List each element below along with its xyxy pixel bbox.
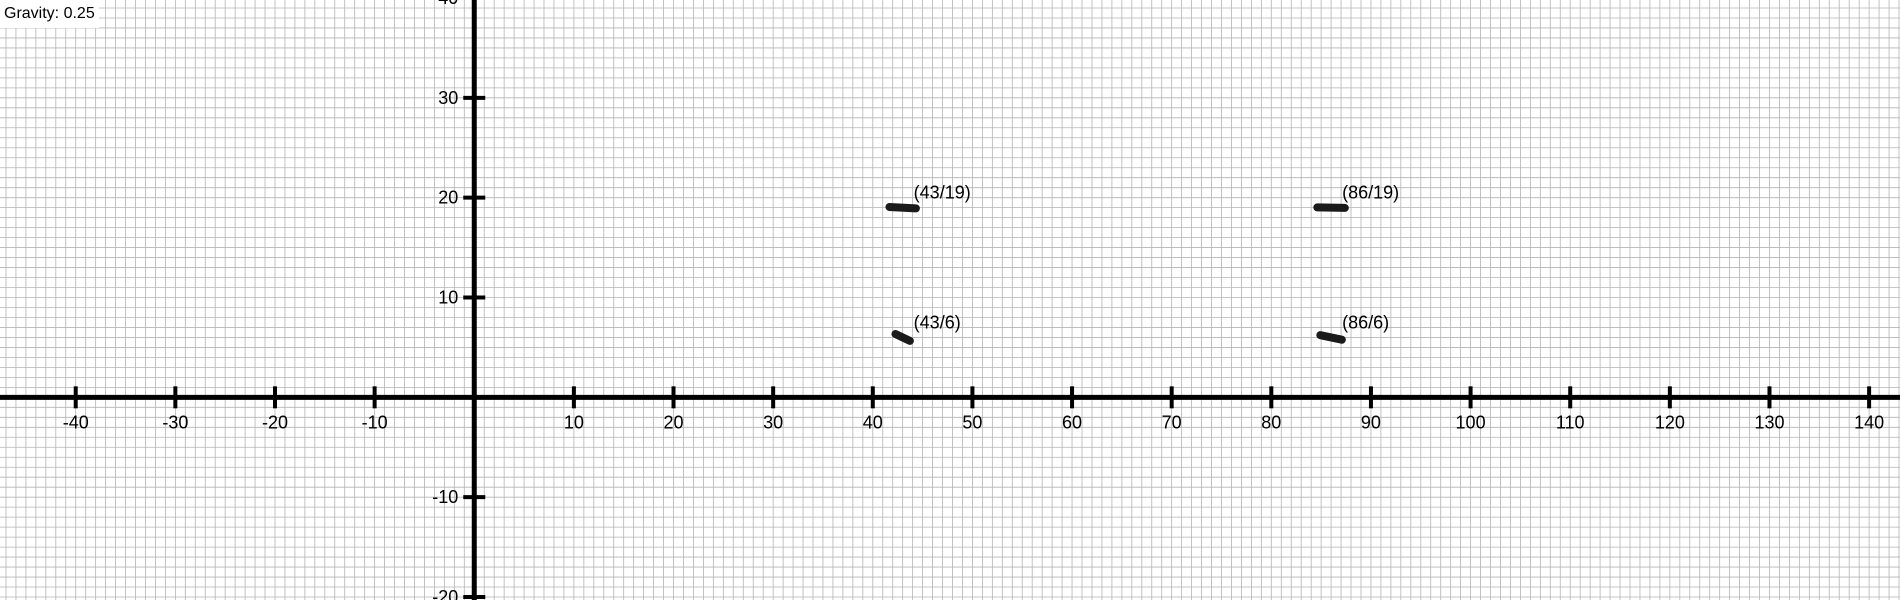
data-point: [891, 330, 914, 345]
y-tick-label: 10: [438, 288, 458, 308]
x-tick-label: 80: [1261, 412, 1281, 432]
data-point-marker: [891, 330, 914, 345]
x-tick-label: 50: [962, 412, 982, 432]
x-tick-label: 10: [564, 412, 584, 432]
x-tick-label: 70: [1162, 412, 1182, 432]
data-points: (43/19) (86/19) (43/6) (86/6): [885, 183, 1399, 345]
x-tick-label: 120: [1655, 412, 1685, 432]
x-tick-label: -20: [262, 412, 288, 432]
y-tick-label: -10: [432, 487, 458, 507]
x-tick-label: 30: [763, 412, 783, 432]
data-point-label: (86/19): [1342, 183, 1399, 203]
x-tick-label: -30: [162, 412, 188, 432]
y-tick-label: -20: [432, 587, 458, 600]
x-tick-label: 110: [1556, 412, 1585, 432]
x-tick-label: 90: [1361, 412, 1381, 432]
x-tick-label: -40: [63, 412, 89, 432]
data-point-label: (43/19): [914, 183, 971, 203]
data-point-label: (86/6): [1342, 312, 1389, 332]
gravity-readout: Gravity: 0.25: [0, 0, 99, 28]
x-tick-label: 140: [1854, 412, 1884, 432]
data-point-label: (43/6): [914, 312, 961, 332]
gravity-value: 0.25: [63, 5, 95, 22]
data-point: [885, 202, 920, 213]
data-point: [1316, 331, 1346, 344]
x-tick-label: 40: [863, 412, 883, 432]
x-tick-label: 60: [1062, 412, 1082, 432]
y-tick-label: 40: [438, 0, 458, 8]
x-tick-label: -10: [362, 412, 388, 432]
data-point-marker: [885, 202, 920, 213]
data-point-marker: [1316, 331, 1346, 344]
gravity-label: Gravity:: [4, 5, 60, 22]
x-tick-label: 130: [1754, 412, 1784, 432]
axis-ticks: -40 -30 -20 -10 10 20 30 40 50 60 70 80 90 100 110 120 1…: [63, 0, 1884, 600]
x-tick-label: 100: [1456, 412, 1486, 432]
y-tick-label: 20: [438, 188, 458, 208]
x-tick-label: 20: [664, 412, 684, 432]
y-tick-label: 30: [438, 88, 458, 108]
